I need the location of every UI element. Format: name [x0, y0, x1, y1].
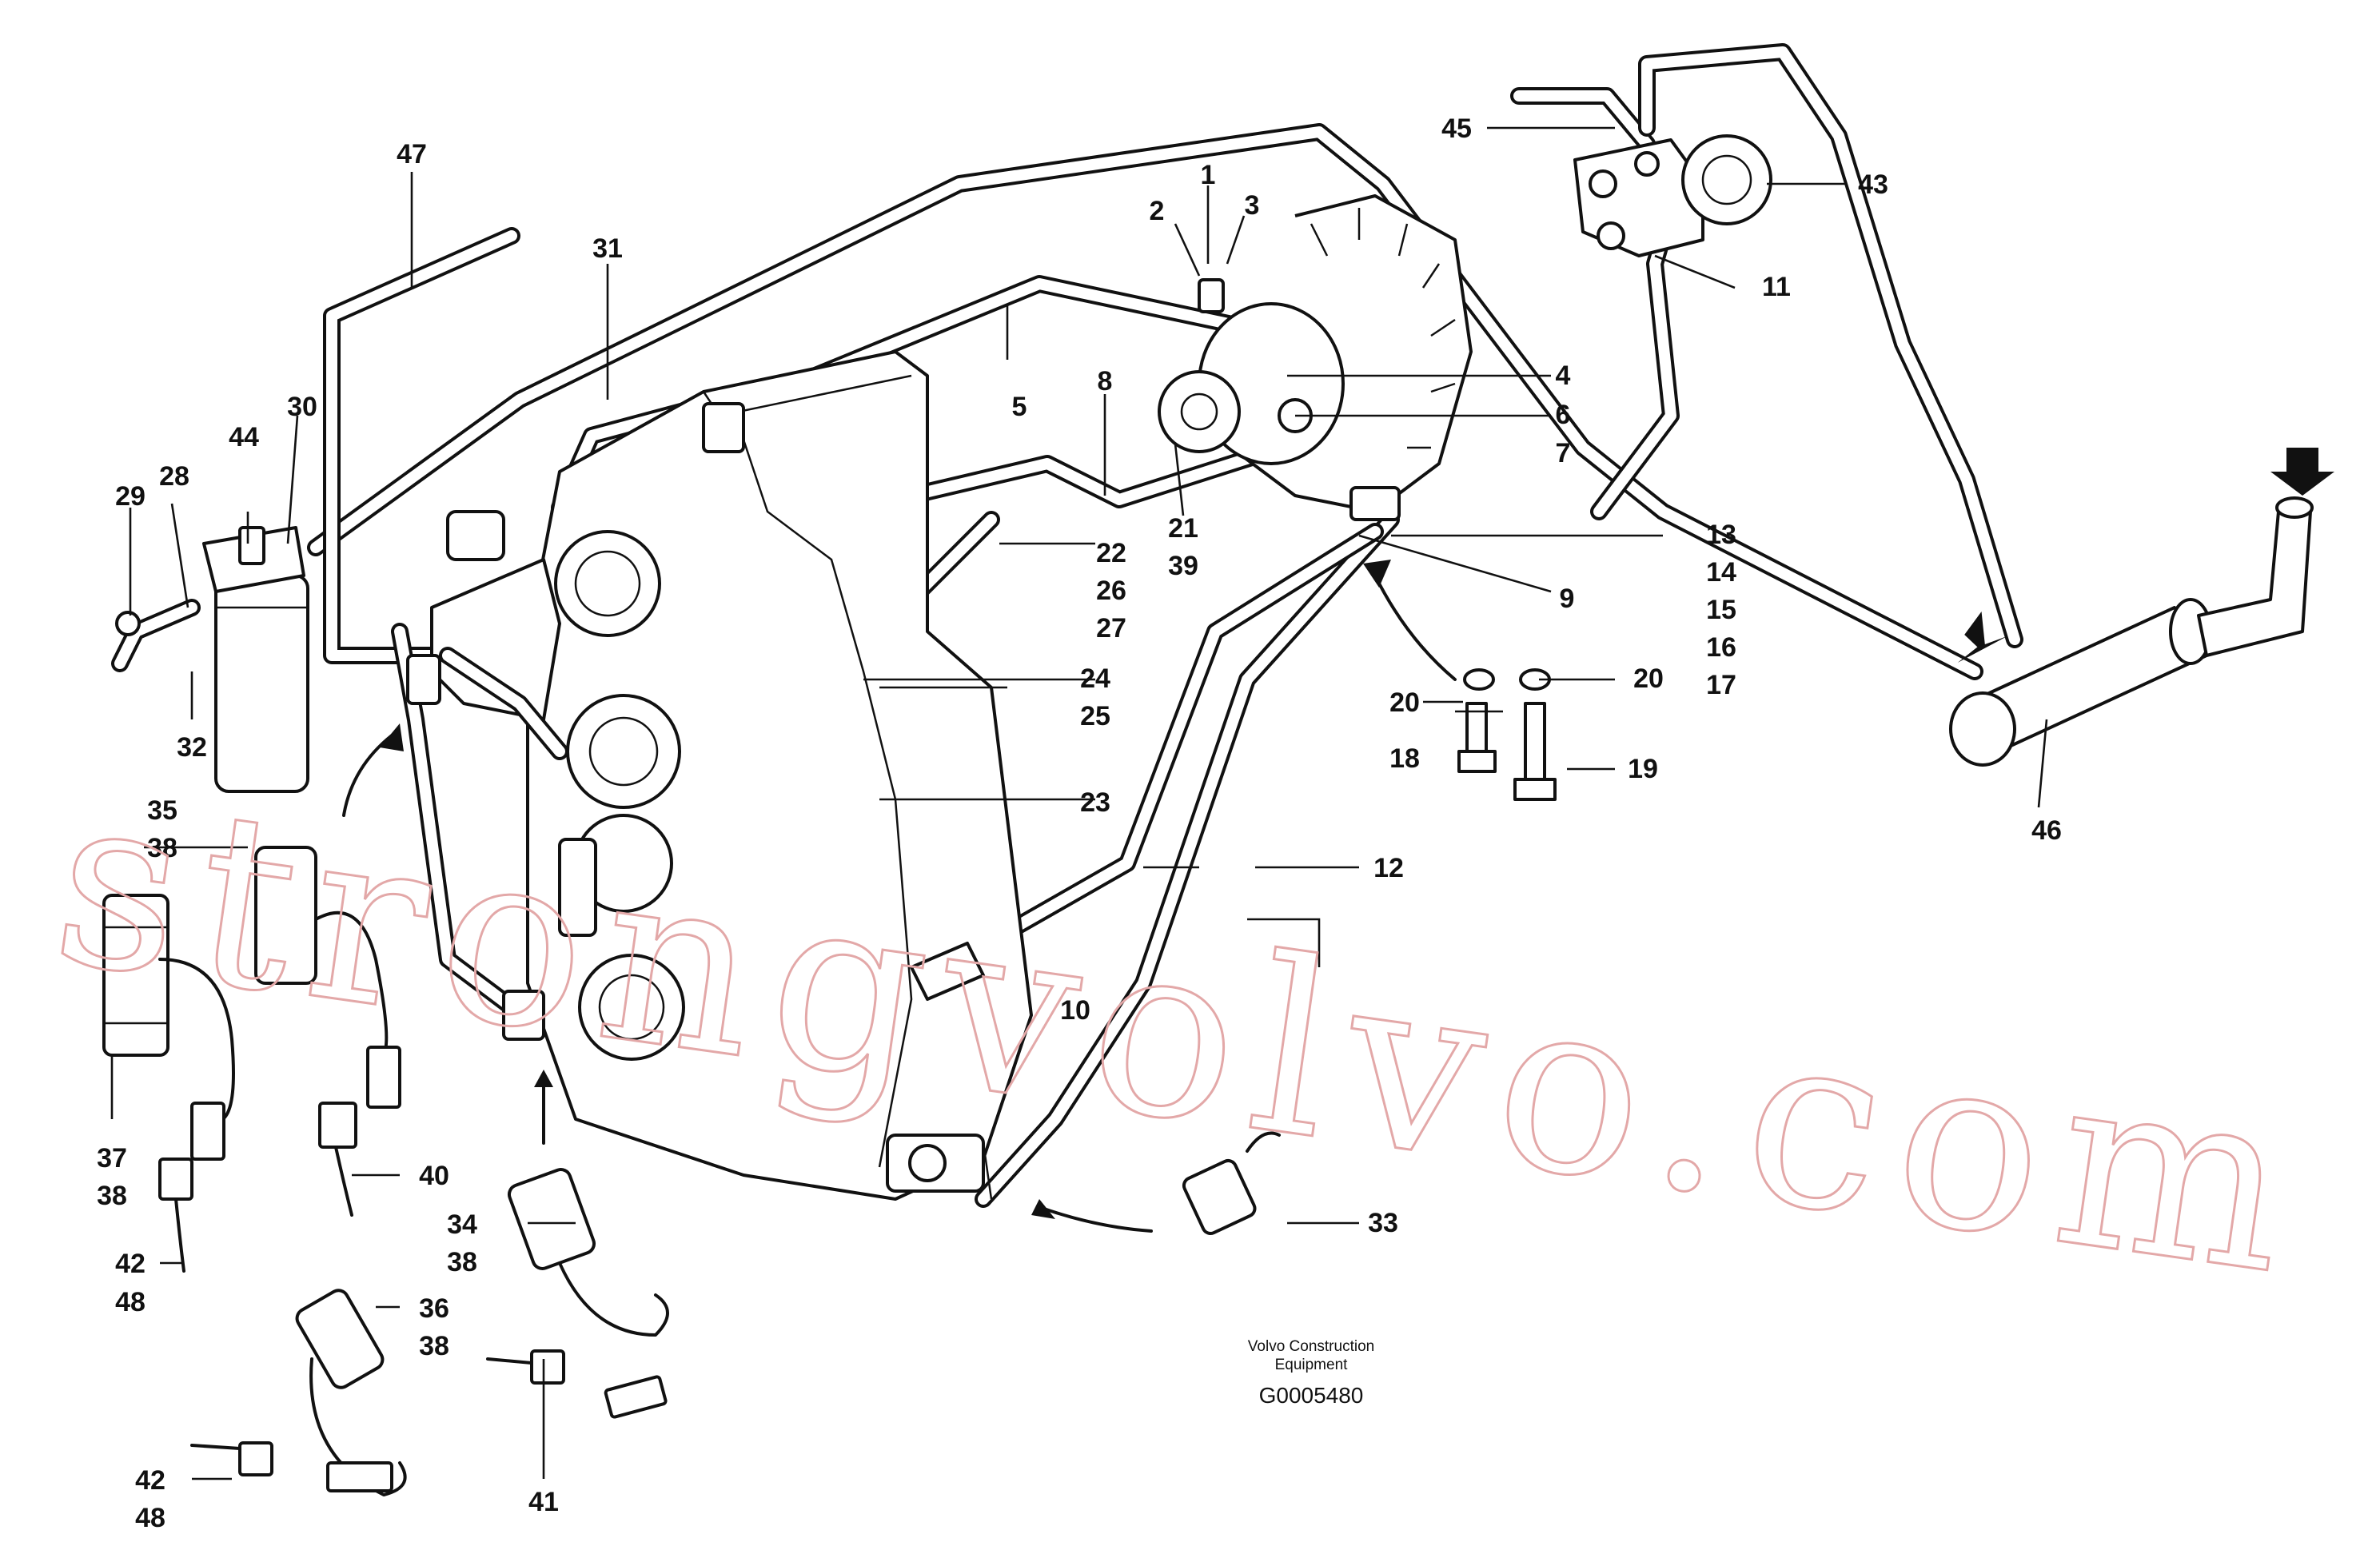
- label-24: 24: [1080, 663, 1110, 694]
- label-14: 14: [1706, 557, 1736, 588]
- label-47: 47: [397, 139, 427, 169]
- label-15: 15: [1706, 595, 1736, 625]
- sensors: [102, 846, 1281, 1496]
- arrow-curved-icon: [1363, 560, 1391, 588]
- pipe-46: [1949, 496, 2314, 767]
- label-41: 41: [528, 1487, 559, 1517]
- label-16: 16: [1706, 632, 1736, 663]
- label-28: 28: [159, 461, 189, 492]
- label-38-a: 38: [147, 833, 177, 863]
- pipe-43: [1638, 43, 2023, 648]
- label-38-c: 38: [447, 1247, 477, 1277]
- caption: Volvo Construction Equipment G0005480: [1248, 1338, 1374, 1408]
- label-12: 12: [1373, 853, 1404, 883]
- label-5: 5: [1012, 392, 1027, 422]
- oil-filter: [111, 526, 309, 793]
- drawing-code: G0005480: [1259, 1383, 1364, 1408]
- label-43: 43: [1858, 169, 1888, 200]
- label-6: 6: [1556, 400, 1571, 430]
- label-7: 7: [1556, 438, 1571, 468]
- label-26: 26: [1096, 576, 1126, 606]
- label-22: 22: [1096, 538, 1126, 568]
- valve-43: [1573, 134, 1772, 257]
- label-33: 33: [1368, 1208, 1398, 1238]
- pipe-12: [975, 511, 1400, 1208]
- arrow-up-icon: [534, 1070, 553, 1087]
- label-18: 18: [1389, 743, 1420, 774]
- label-31: 31: [592, 233, 623, 264]
- arrow-curved-icon: [380, 723, 404, 751]
- label-1: 1: [1201, 160, 1216, 190]
- pipe-47: [323, 227, 520, 664]
- flow-arrows: [342, 448, 2334, 1233]
- label-42-b: 42: [135, 1465, 165, 1496]
- arrow-down-icon: [2270, 448, 2334, 496]
- label-44: 44: [229, 422, 259, 452]
- label-40: 40: [419, 1161, 449, 1191]
- label-25: 25: [1080, 701, 1110, 731]
- label-11: 11: [1762, 272, 1791, 302]
- label-45: 45: [1441, 114, 1472, 144]
- label-39: 39: [1168, 551, 1198, 581]
- label-38-d: 38: [419, 1331, 449, 1361]
- label-21: 21: [1168, 513, 1198, 544]
- label-46: 46: [2031, 815, 2062, 846]
- watermark: strongvolvo.com: [40, 738, 2322, 1329]
- part-labels: 1 2 3 4 5 6 7 8 9 10 11 12 13 14 15 16 1…: [97, 114, 2062, 1533]
- label-13: 13: [1706, 520, 1736, 550]
- label-20-left: 20: [1389, 687, 1420, 718]
- label-17: 17: [1706, 670, 1736, 700]
- label-10: 10: [1060, 995, 1090, 1026]
- label-4: 4: [1556, 361, 1571, 391]
- label-3: 3: [1245, 190, 1260, 221]
- torque-converter: [1158, 194, 1473, 521]
- arrow-up-icon: [1957, 611, 2008, 663]
- label-9: 9: [1560, 584, 1575, 614]
- label-30: 30: [287, 392, 317, 422]
- valve-block: [391, 510, 568, 1041]
- caption-line-1: Volvo Construction: [1248, 1338, 1374, 1355]
- arrow-left-icon: [1031, 1199, 1055, 1219]
- label-23: 23: [1080, 787, 1110, 818]
- label-48-b: 48: [135, 1503, 165, 1533]
- label-35: 35: [147, 795, 177, 826]
- label-20-right: 20: [1633, 663, 1664, 694]
- label-19: 19: [1628, 754, 1658, 784]
- label-34: 34: [447, 1209, 477, 1240]
- label-37: 37: [97, 1143, 127, 1173]
- label-38-b: 38: [97, 1181, 127, 1211]
- label-8: 8: [1098, 366, 1113, 396]
- label-27: 27: [1096, 613, 1126, 644]
- leader-lines: [110, 126, 2048, 1480]
- label-32: 32: [177, 732, 207, 763]
- pipe-10: [951, 523, 1384, 968]
- label-48-a: 48: [115, 1287, 146, 1317]
- bolts: [1457, 668, 1557, 801]
- label-42-a: 42: [115, 1249, 146, 1279]
- label-36: 36: [419, 1293, 449, 1324]
- label-2: 2: [1150, 196, 1165, 226]
- caption-line-2: Equipment: [1275, 1357, 1349, 1373]
- label-29: 29: [115, 481, 146, 512]
- transmission-housing: [526, 350, 1033, 1201]
- pipe-31: [307, 123, 1983, 680]
